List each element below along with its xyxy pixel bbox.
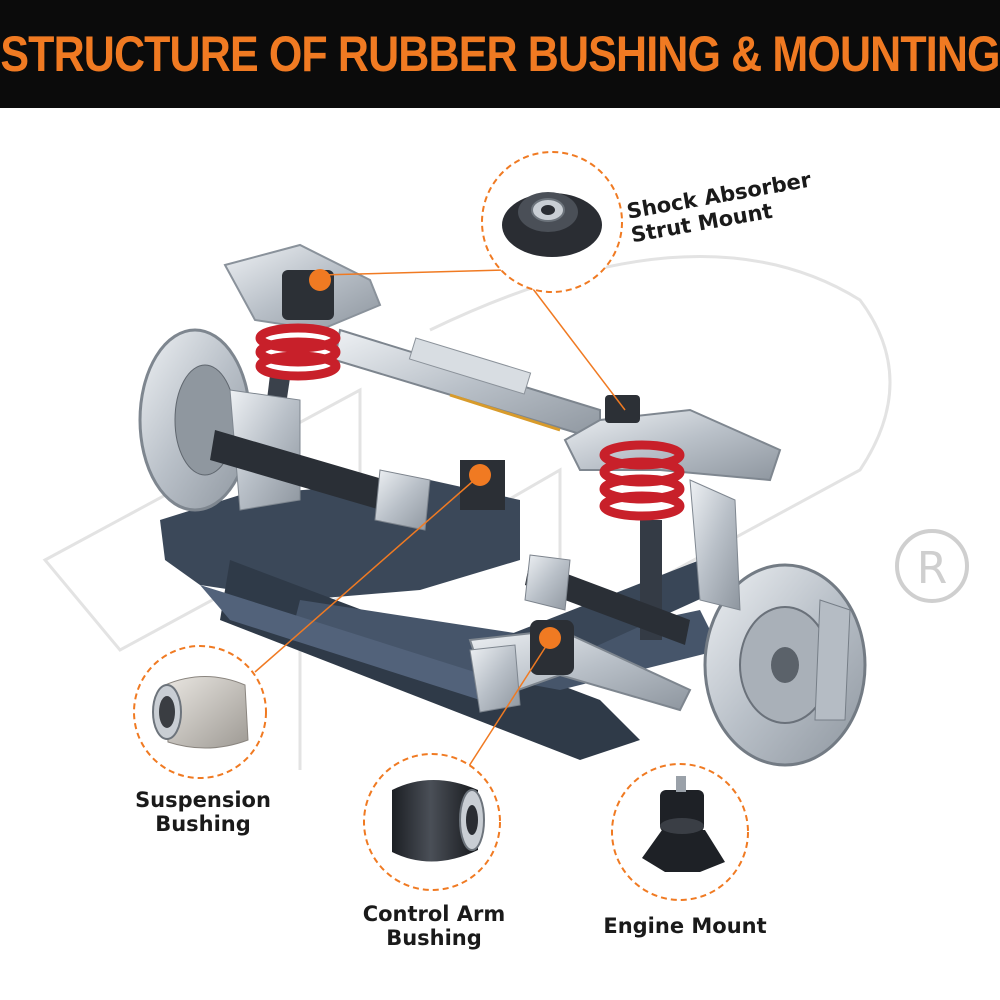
label-engine-mount: Engine Mount: [600, 914, 770, 938]
label-suspension-bushing: Suspension Bushing: [128, 788, 278, 836]
page-title: STRUCTURE OF RUBBER BUSHING & MOUNTING: [0, 26, 1000, 82]
callout-shock-mount: [481, 151, 623, 293]
callout-engine-mount: [611, 763, 749, 901]
label-line: Suspension: [135, 788, 271, 812]
callout-suspension-bushing: [133, 645, 267, 779]
label-line: Bushing: [155, 812, 251, 837]
hotspot-control-arm-bushing: [539, 627, 561, 649]
hotspot-markers: [309, 269, 561, 649]
title-banner: STRUCTURE OF RUBBER BUSHING & MOUNTING: [0, 0, 1000, 108]
hotspot-strut-mount: [309, 269, 331, 291]
left-coil-spring: [255, 323, 341, 381]
right-coil-spring: [599, 440, 685, 521]
hotspot-suspension-bushing: [469, 464, 491, 486]
label-line: Engine Mount: [603, 914, 767, 938]
callout-control-arm-bushing: [363, 753, 501, 891]
registered-trademark-icon: R: [895, 529, 969, 603]
steering-rack: [333, 328, 601, 442]
right-brake-disc: [703, 563, 867, 767]
suspension-diagram: R: [42, 151, 969, 901]
label-line: Control Arm: [362, 902, 506, 926]
label-line: Bushing: [386, 926, 482, 951]
drive-shafts: [210, 430, 690, 645]
callout-lines: [254, 269, 626, 781]
svg-text:R: R: [917, 543, 948, 594]
label-control-arm-bushing: Control Arm Bushing: [350, 902, 518, 950]
